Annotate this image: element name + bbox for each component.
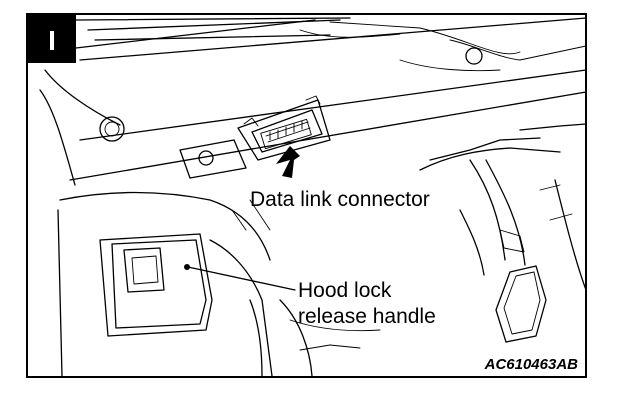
- label-hood-lock-line2: release handle: [298, 305, 436, 328]
- hood-lock-release-handle: [123, 247, 165, 293]
- data-link-connector: [237, 95, 331, 161]
- figure-frame: [26, 13, 587, 378]
- dashboard-illustration: [39, 17, 587, 377]
- connector-arrow: [276, 146, 300, 178]
- panel-badge-box: [28, 15, 76, 63]
- label-data-link-connector: Data link connector: [250, 188, 430, 211]
- label-hood-lock-line1: Hood lock: [298, 279, 392, 302]
- figure-code: AC610463AB: [484, 356, 579, 373]
- panel-badge: I: [28, 15, 76, 63]
- panel-badge-letter: I: [48, 25, 56, 56]
- hood-lock-leader: [184, 264, 296, 291]
